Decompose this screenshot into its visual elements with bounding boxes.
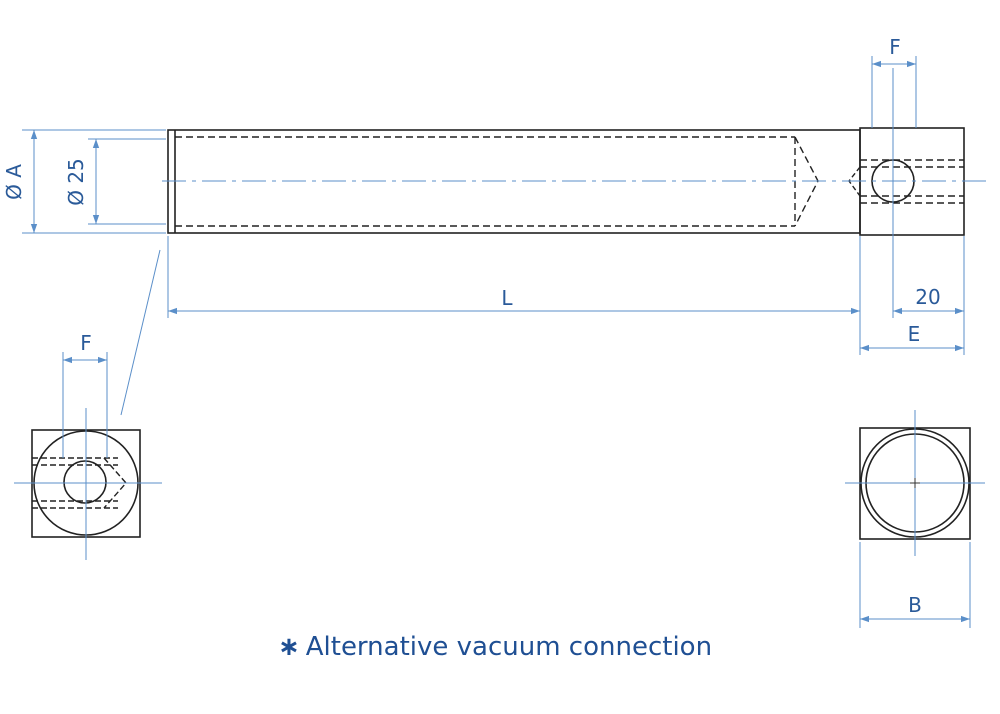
dim-label-length: L bbox=[501, 286, 513, 310]
right-end-dims bbox=[845, 410, 985, 628]
center-lines-side bbox=[162, 68, 990, 240]
dim-label-f-top: F bbox=[889, 35, 901, 59]
alternative-vacuum-note: ∗Alternative vacuum connection bbox=[0, 632, 990, 662]
dim-label-dia-a: Ø A bbox=[2, 164, 26, 200]
dimension-lines-side bbox=[22, 56, 965, 416]
dim-label-f-left: F bbox=[80, 331, 92, 355]
left-end-dims bbox=[14, 352, 162, 560]
dim-label-dia-25: Ø 25 bbox=[64, 158, 88, 206]
asterisk-icon: ∗ bbox=[277, 632, 300, 662]
dim-label-b: B bbox=[908, 593, 922, 617]
note-text: Alternative vacuum connection bbox=[305, 632, 713, 662]
dim-label-twenty: 20 bbox=[915, 285, 940, 309]
dim-label-e: E bbox=[908, 322, 921, 346]
